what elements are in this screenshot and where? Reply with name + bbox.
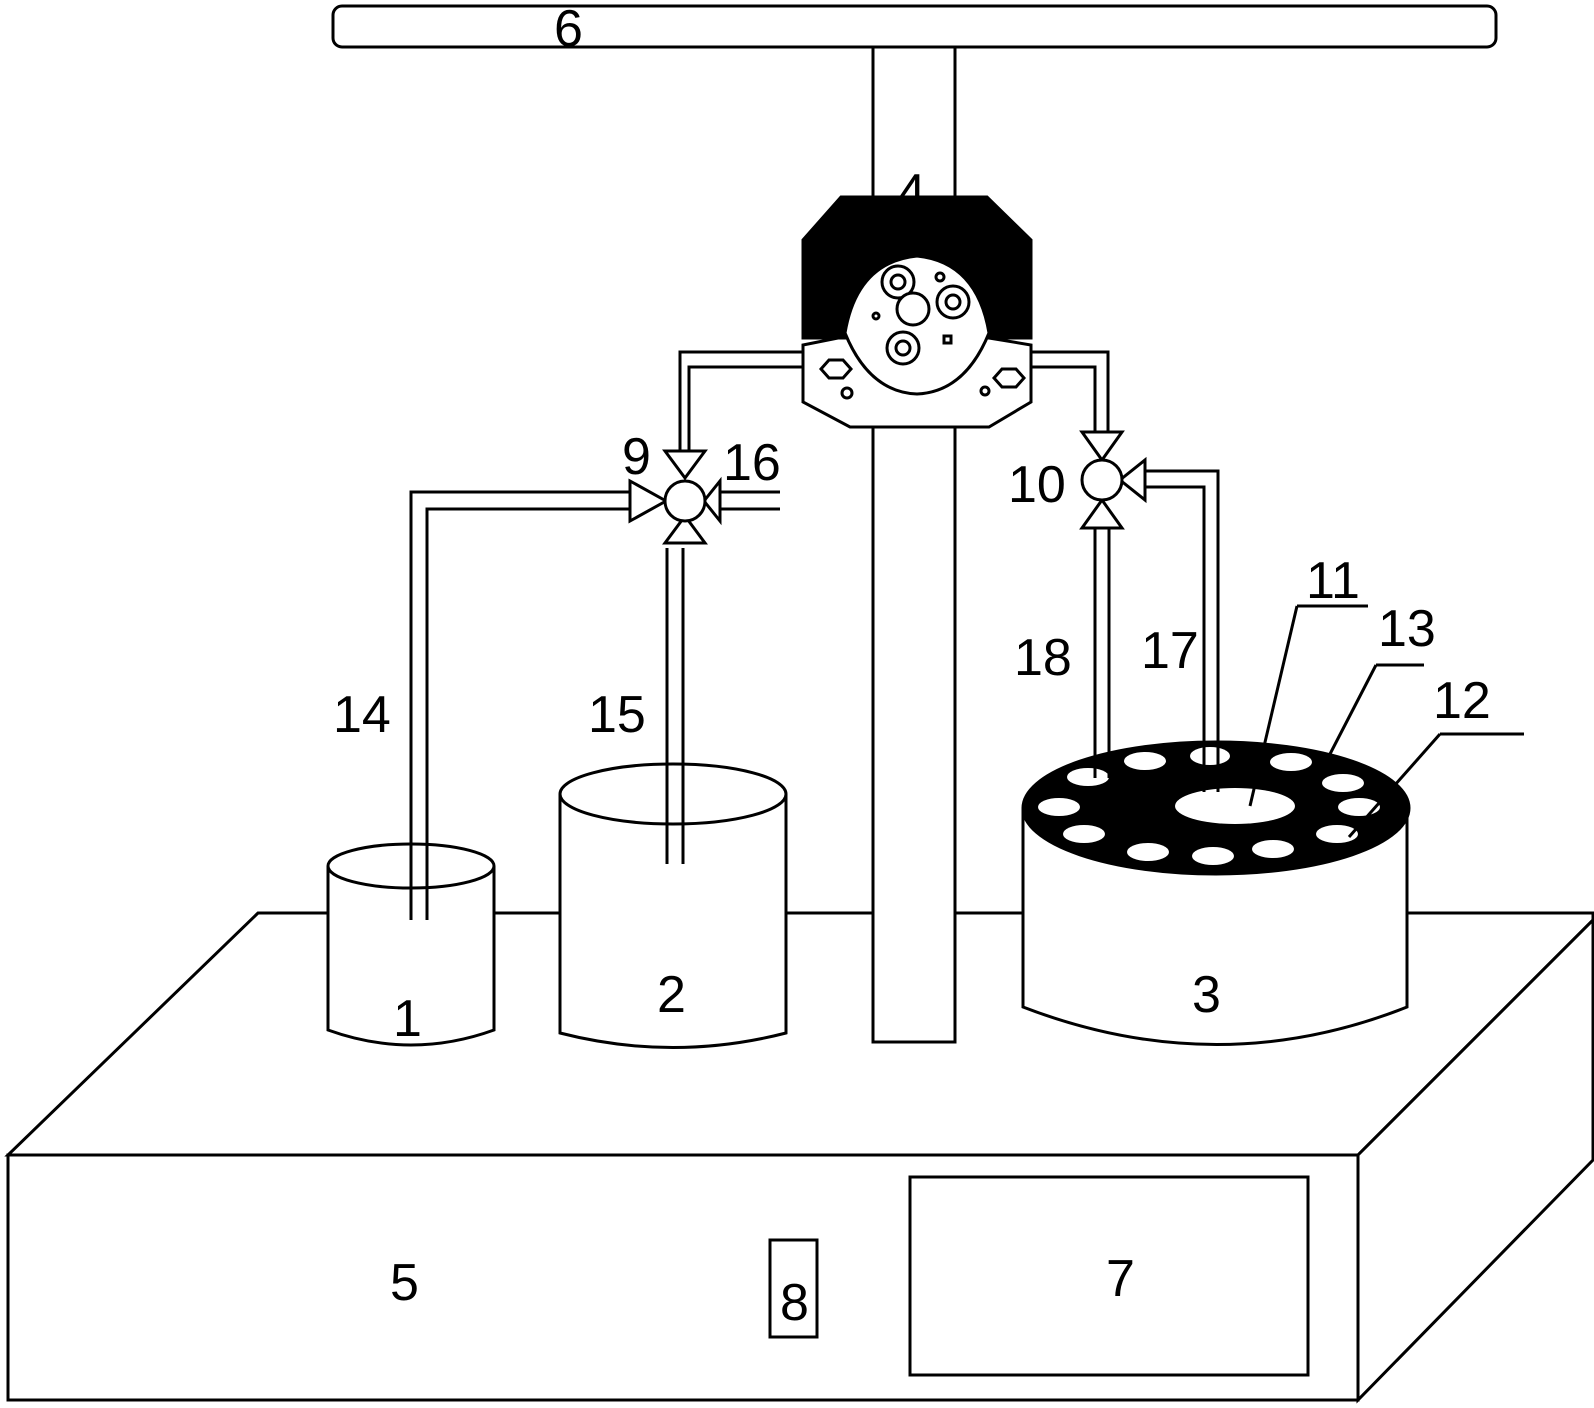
display-panel	[908, 1175, 1310, 1377]
leader-lines	[1248, 604, 1524, 838]
label-10: 10	[1008, 456, 1066, 514]
label-9: 9	[622, 428, 651, 486]
label-16: 16	[723, 434, 781, 492]
label-6: 6	[554, 0, 583, 58]
label-18: 18	[1014, 629, 1072, 687]
label-1: 1	[393, 990, 422, 1048]
label-14: 14	[333, 686, 391, 744]
label-2: 2	[657, 966, 686, 1024]
label-3: 3	[1192, 966, 1221, 1024]
top-bar	[331, 4, 1498, 49]
center-hole	[1175, 788, 1295, 824]
sample-rack-3	[1021, 740, 1411, 1046]
label-17: 17	[1141, 622, 1199, 680]
sample-holes	[1038, 747, 1380, 865]
peristaltic-pump	[801, 195, 1033, 429]
label-11: 11	[1306, 552, 1360, 610]
label-7: 7	[1106, 1250, 1135, 1308]
label-15: 15	[588, 686, 646, 744]
label-5: 5	[390, 1254, 419, 1312]
label-12: 12	[1433, 672, 1491, 730]
container-2	[558, 762, 788, 1049]
label-13: 13	[1378, 600, 1436, 658]
valve-9	[628, 449, 722, 545]
power-switch	[768, 1238, 819, 1339]
valve-10	[1079, 430, 1147, 530]
tubing	[409, 350, 1220, 920]
label-4: 4	[897, 164, 926, 222]
label-8: 8	[780, 1274, 809, 1332]
